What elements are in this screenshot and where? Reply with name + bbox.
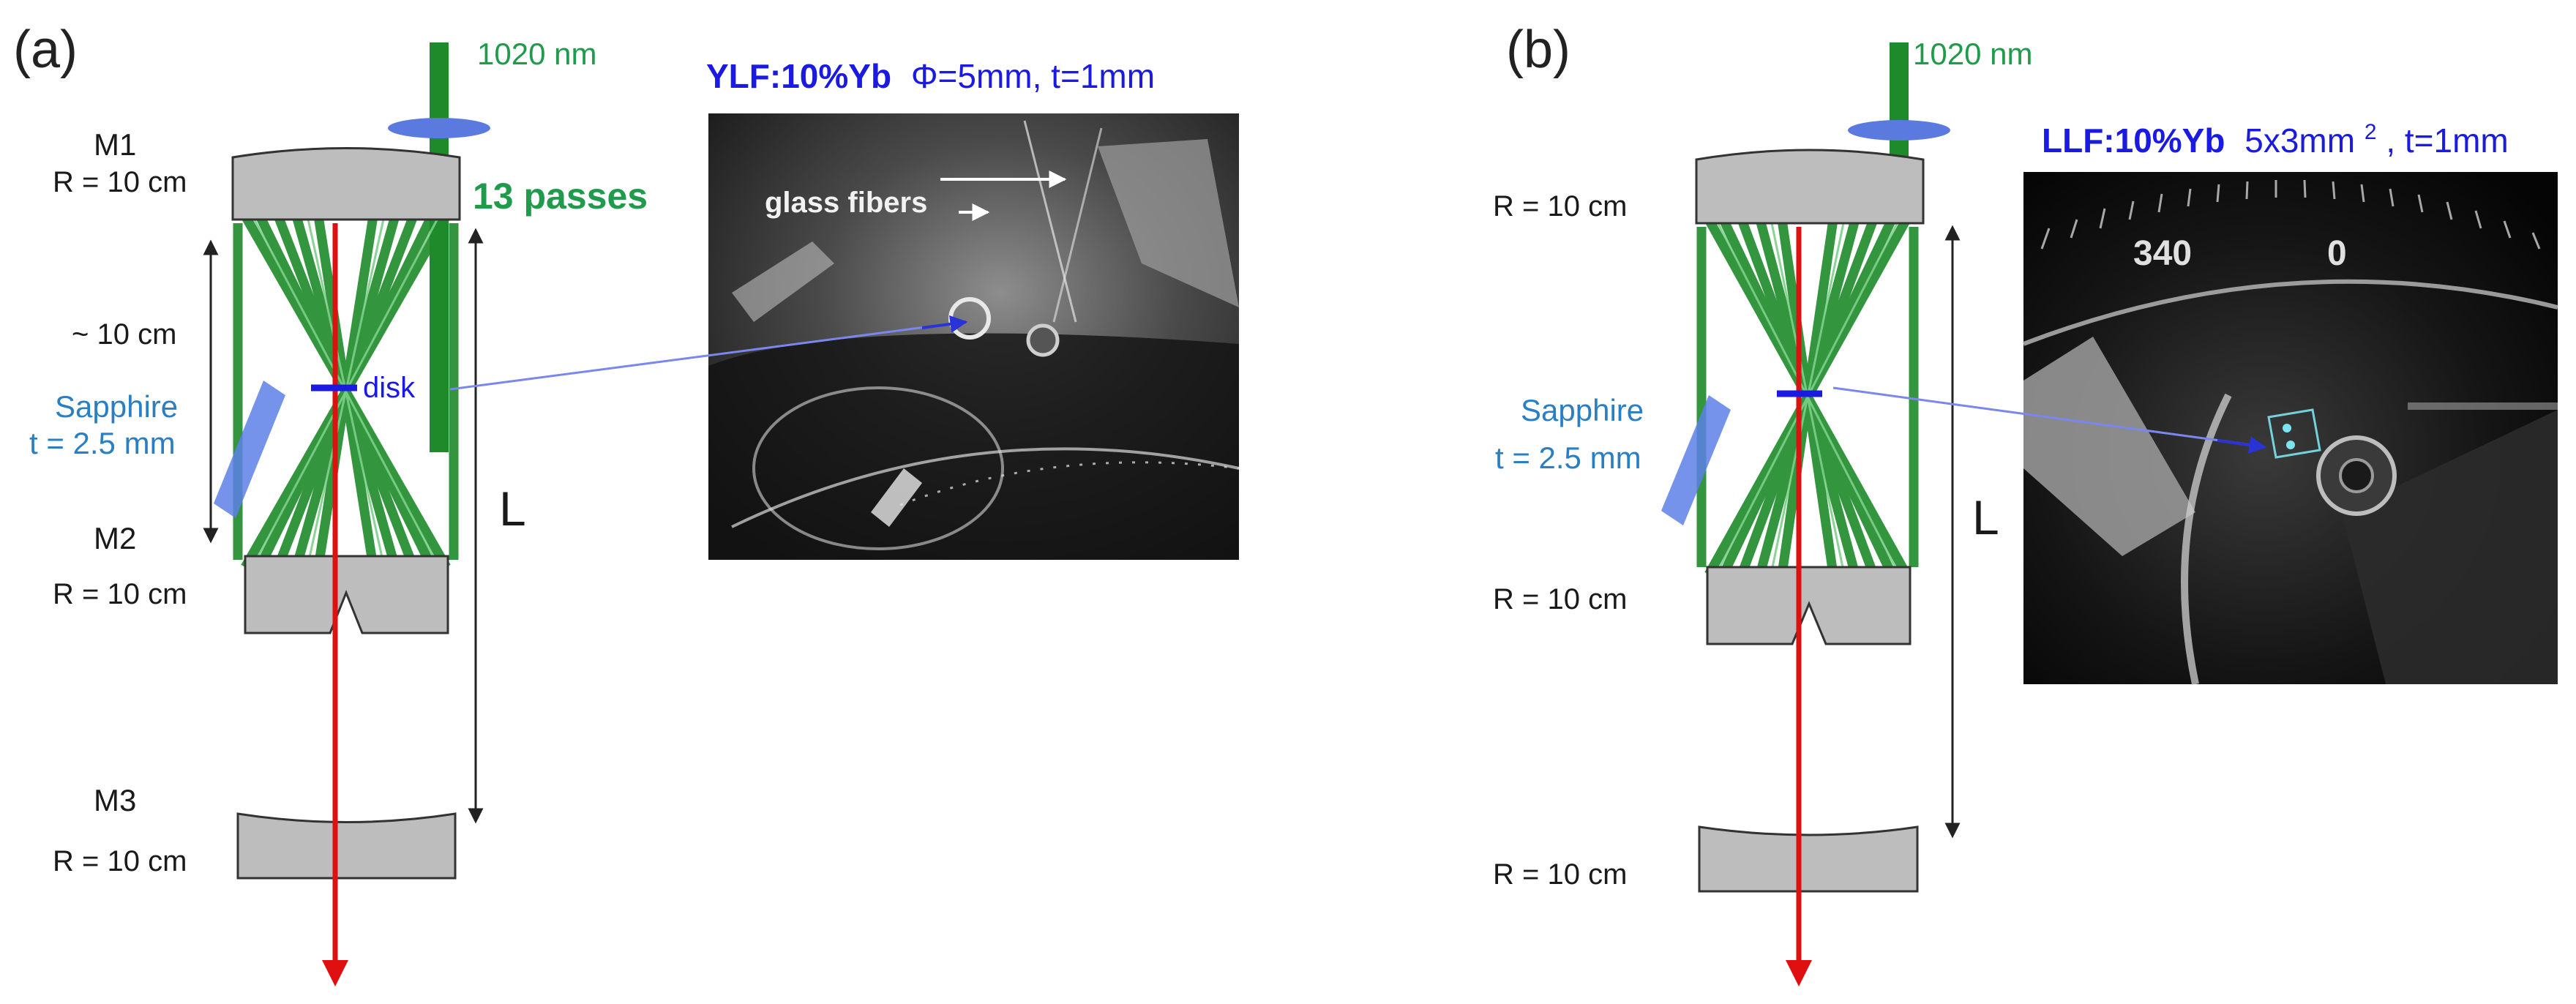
m3-radius-b: R = 10 cm	[1493, 858, 1627, 891]
pointer-arrow-a	[921, 315, 968, 333]
crystal-bold-a: YLF:10%Yb	[706, 57, 891, 95]
pump-wavelength-a: 1020 nm	[477, 37, 596, 71]
sapphire-thickness-b: t = 2.5 mm	[1495, 441, 1641, 475]
spacing-label: ~ 10 cm	[72, 318, 176, 351]
m2-name-a: M2	[94, 521, 136, 555]
dial-340: 340	[2133, 234, 2192, 273]
crystal-caption-a: YLF:10%Yb Φ=5mm, t=1mm	[706, 57, 1155, 95]
sapphire-thickness-a: t = 2.5 mm	[29, 426, 176, 460]
disk-label: disk	[363, 372, 416, 404]
mirror-m2-a	[244, 555, 449, 634]
photo-label-a: glass fibers	[765, 187, 927, 219]
length-label-b: L	[1972, 490, 1999, 544]
passes-label: 13 passes	[473, 176, 648, 217]
crystal-caption-b: LLF:10%Yb 5x3mm 2 , t=1mm	[2042, 108, 2509, 160]
pump-passes-a-light	[251, 215, 441, 568]
m3-name-a: M3	[94, 783, 136, 817]
sapphire-name-b: Sapphire	[1521, 393, 1644, 427]
m3-radius-a: R = 10 cm	[53, 845, 187, 877]
crystal-spec-a: Φ=5mm, t=1mm	[911, 57, 1155, 95]
pointer-arrow-b	[2217, 436, 2267, 454]
length-label-a: L	[499, 482, 526, 536]
crystal-spec-suffix-b: , t=1mm	[2386, 121, 2508, 160]
m2-radius-a: R = 10 cm	[53, 578, 187, 610]
crystal-bold-b: LLF:10%Yb	[2042, 121, 2225, 160]
output-beam-arrow-b	[1786, 960, 1812, 986]
lens-b	[1848, 120, 1950, 141]
lens-a	[388, 118, 490, 138]
crystal-spec-sup-b: 2	[2365, 120, 2377, 144]
output-beam-arrow-a	[322, 960, 348, 986]
pointer-line-b	[1832, 386, 2264, 448]
mirror-m1-b	[1695, 149, 1925, 225]
sample-photo-icon	[708, 113, 1240, 560]
panel-b-label: (b)	[1506, 20, 1570, 79]
mirror-m1-a	[231, 147, 461, 221]
sapphire-plate-a	[214, 381, 285, 518]
pump-wavelength-b: 1020 nm	[1913, 37, 2032, 71]
panel-b: (b) 1020 nm	[1493, 20, 2558, 986]
mirror-m2-b	[1706, 566, 1912, 645]
panel-a-label: (a)	[13, 20, 78, 79]
m2-radius-b: R = 10 cm	[1493, 583, 1627, 615]
sapphire-name-a: Sapphire	[55, 389, 178, 424]
mirror-m3-a	[236, 812, 457, 880]
m1-radius-b: R = 10 cm	[1493, 190, 1627, 222]
m1-radius-a: R = 10 cm	[53, 166, 187, 198]
sapphire-plate-b	[1661, 395, 1731, 525]
panel-a: (a) 1020 nm 13 passes	[13, 20, 1240, 986]
m1-name-a: M1	[94, 127, 136, 162]
dial-0: 0	[2327, 234, 2347, 273]
crystal-spec-prefix-b: 5x3mm	[2244, 121, 2355, 160]
pointer-line-a	[449, 321, 965, 391]
sample-photo-icon	[2022, 172, 2558, 686]
mirror-m3-b	[1698, 825, 1919, 893]
